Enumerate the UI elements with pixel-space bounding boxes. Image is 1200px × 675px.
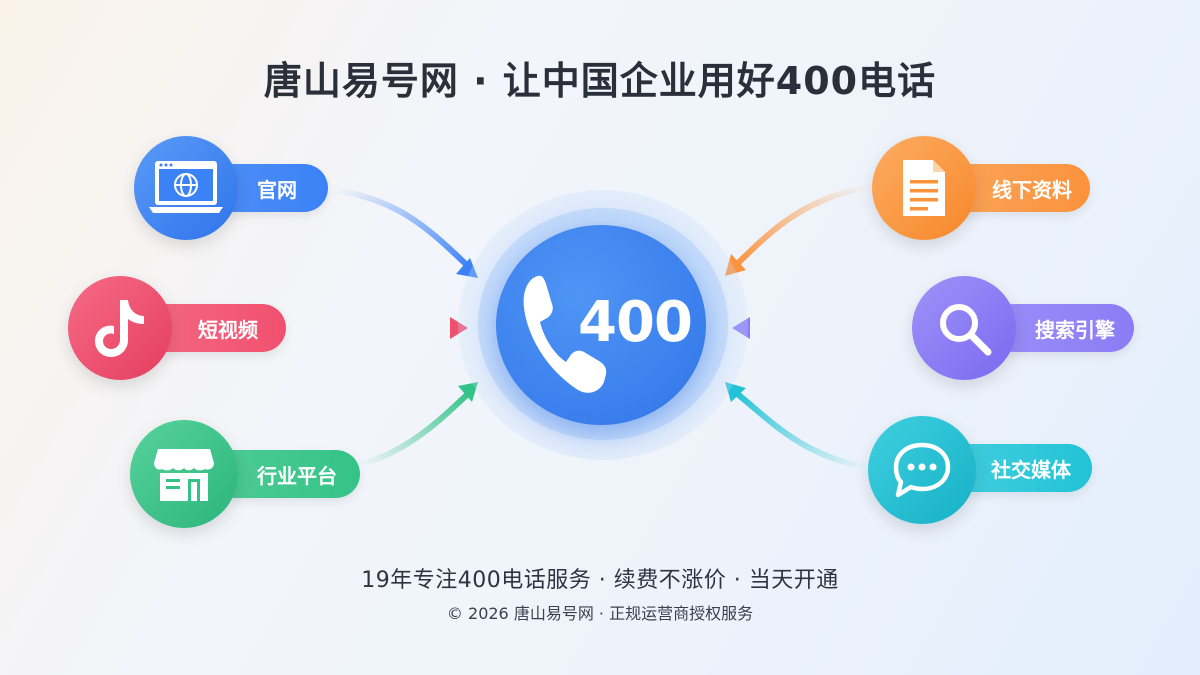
- offline-materials-label: 线下资料: [992, 177, 1072, 202]
- short-video-circle: [68, 276, 172, 380]
- arrow-short-video: [287, 317, 468, 339]
- hub-number: 400: [578, 290, 693, 355]
- copyright: © 2026 唐山易号网 · 正规运营商授权服务: [446, 604, 754, 623]
- website-globe-icon: [149, 161, 223, 213]
- tiktok-icon: [95, 300, 144, 357]
- website-label: 官网: [257, 177, 297, 202]
- phone-icon: [523, 275, 607, 393]
- chat-bubble-icon: [893, 442, 951, 498]
- arrow-industry-platform: [357, 382, 478, 468]
- search-engine-label: 搜索引擎: [1035, 317, 1115, 342]
- tagline: 19年专注400电话服务 · 续费不涨价 · 当天开通: [361, 568, 839, 593]
- short-video-label: 短视频: [198, 317, 258, 342]
- search-engine-circle: [912, 276, 1016, 380]
- arrow-offline-materials: [725, 183, 873, 276]
- industry-platform-label: 行业平台: [257, 463, 337, 488]
- offline-materials-circle: [872, 136, 976, 240]
- social-media-circle: [868, 416, 976, 524]
- social-media-label: 社交媒体: [991, 457, 1071, 482]
- arrow-search-engine: [732, 317, 913, 339]
- arrow-social-media: [725, 382, 871, 471]
- arrow-website: [332, 187, 478, 278]
- document-icon: [903, 160, 945, 216]
- page-title: 唐山易号网 · 让中国企业用好400电话: [263, 59, 937, 103]
- search-icon: [940, 304, 992, 356]
- industry-platform-circle: [130, 420, 238, 528]
- website-circle: [134, 136, 238, 240]
- storefront-icon: [154, 449, 214, 501]
